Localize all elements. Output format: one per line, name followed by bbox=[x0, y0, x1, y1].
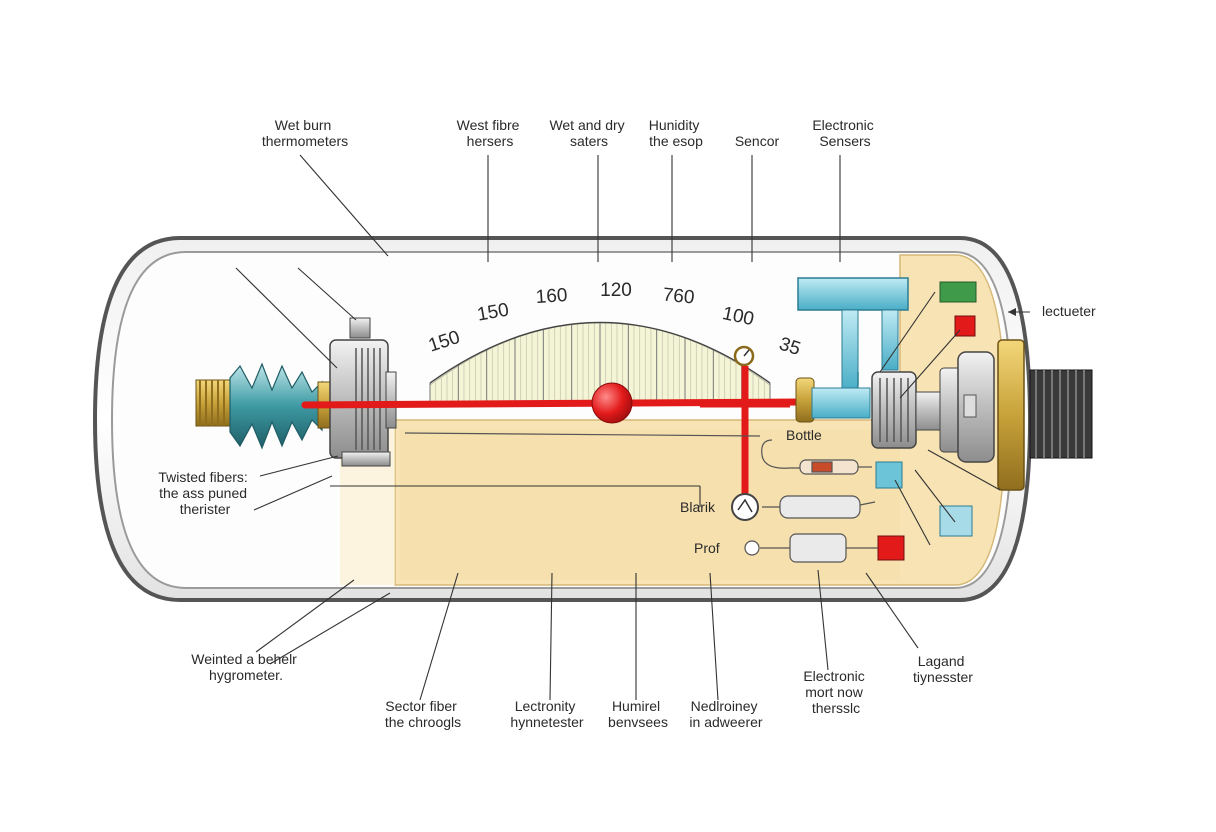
callout-twisted-fibers: Twisted fibers: the ass puned therister bbox=[158, 469, 251, 517]
callout-hunidity-the-esop: Hunidity the esop bbox=[649, 117, 703, 149]
inner-label-blarik: Blarik bbox=[680, 499, 716, 515]
callout-sector-fiber: Sector fiber the chroogls bbox=[385, 698, 461, 730]
callout-wet-and-dry-saters: Wet and dry saters bbox=[549, 117, 628, 149]
end-fitting bbox=[997, 339, 1093, 491]
inner-callouts: Bottle Blarik Prof bbox=[680, 427, 822, 556]
callout-lectueter: lectueter bbox=[1042, 303, 1096, 319]
scale-label: 760 bbox=[662, 284, 696, 308]
bottom-callouts: Weinted a behelr hygrometer. Sector fibe… bbox=[191, 651, 973, 730]
callout-nedlroiney: Nedlroiney in adweerer bbox=[689, 698, 762, 730]
scale-label: 160 bbox=[535, 285, 568, 308]
inner-label-bottle: Bottle bbox=[786, 427, 822, 443]
callout-lagand: Lagand tiynesster bbox=[913, 653, 973, 685]
inner-wiring bbox=[404, 432, 878, 563]
callout-west-fibre-hersers: West fibre hersers bbox=[457, 117, 524, 149]
right-callouts: lectueter bbox=[1008, 303, 1096, 319]
leader-lines bbox=[235, 154, 1030, 701]
callout-wet-burn-thermometers: Wet burn thermometers bbox=[262, 117, 348, 149]
callout-weinted-hygrometer: Weinted a behelr hygrometer. bbox=[191, 651, 300, 683]
gear-icon bbox=[329, 317, 397, 467]
left-callouts: Twisted fibers: the ass puned therister bbox=[158, 469, 251, 517]
callout-electronic-sensers: Electronic Sensers bbox=[812, 117, 877, 149]
duct bbox=[797, 277, 909, 419]
callout-electronic-mort-now: Electronic mort now thersslc bbox=[803, 668, 868, 716]
inner-label-prof: Prof bbox=[694, 540, 720, 556]
callout-sencor: Sencor bbox=[735, 133, 780, 149]
callout-humirel: Humirel benvsees bbox=[608, 698, 668, 730]
top-callouts: Wet burn thermometers West fibre hersers… bbox=[262, 117, 877, 149]
scale-label: 120 bbox=[600, 280, 632, 301]
callout-lectronity: Lectronity hynnetester bbox=[510, 698, 583, 730]
